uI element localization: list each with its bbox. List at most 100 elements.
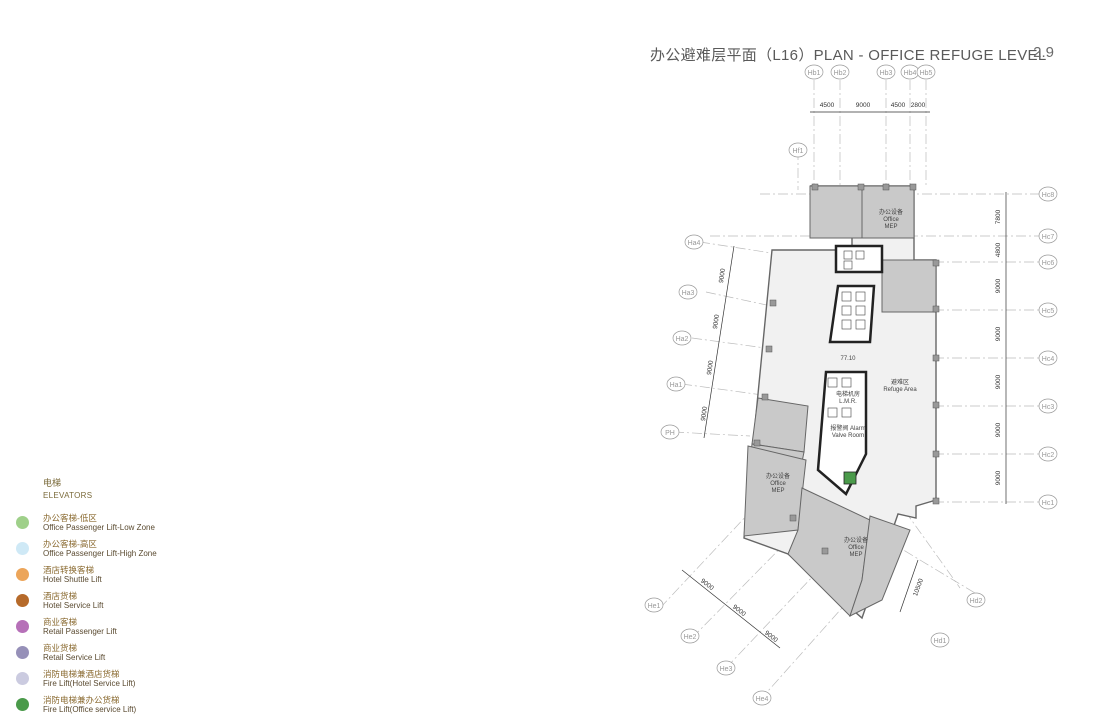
mep-bottom-cn: 办公设备 bbox=[844, 536, 868, 544]
grid-right-6: Hc3 bbox=[1042, 404, 1055, 411]
dim-top-3: 4500 bbox=[891, 102, 906, 109]
legend-label-cn: 办公客梯-低区 bbox=[43, 513, 97, 523]
dim-bottom-3: 9000 bbox=[763, 630, 779, 645]
grid-misc-1: Hf1 bbox=[793, 148, 804, 155]
mep-bottom-en2: MEP bbox=[849, 552, 862, 558]
dim-right-7: 9000 bbox=[995, 470, 1002, 485]
dimension-labels: 4500 9000 4500 2800 7800 4800 9000 9000 … bbox=[699, 102, 1002, 644]
legend-label-en: Retail Passenger Lift bbox=[43, 627, 117, 636]
dim-top-2: 9000 bbox=[856, 102, 871, 109]
dim-bottom-2: 9000 bbox=[731, 604, 747, 619]
legend-label-en: Office Passenger Lift-Low Zone bbox=[43, 523, 155, 532]
legend-label-en: Fire Lift(Hotel Service Lift) bbox=[43, 679, 136, 688]
dim-right-3: 9000 bbox=[995, 278, 1002, 293]
grid-left-1: Ha4 bbox=[688, 240, 701, 247]
legend-swatch bbox=[16, 594, 29, 607]
grid-bottom-1: He1 bbox=[648, 603, 661, 610]
grid-right-5: Hc4 bbox=[1042, 356, 1055, 363]
alarm-cn: 报警阀 Alarm bbox=[830, 424, 865, 432]
mep-top-cn: 办公设备 bbox=[879, 208, 903, 216]
columns bbox=[753, 183, 940, 555]
dim-right-6: 9000 bbox=[995, 422, 1002, 437]
fire-lift-marker bbox=[843, 471, 857, 485]
dim-left-3: 9000 bbox=[706, 360, 715, 376]
legend-swatch bbox=[16, 516, 29, 529]
dim-top-4: 2800 bbox=[911, 102, 926, 109]
dim-diag: 10500 bbox=[912, 577, 925, 597]
grid-bubble-labels: Hb1 Hb2 Hb3 Hb4 Hb5 Hc8 Hc7 Hc6 Hc5 Hc4 … bbox=[648, 70, 1055, 703]
mep-top-en2: MEP bbox=[884, 224, 897, 230]
grid-bottom-3: He3 bbox=[720, 666, 733, 673]
floor-plan-drawing: 办公设备 Office MEP 避难区 Refuge Area 电梯机房 L.M… bbox=[644, 64, 1058, 706]
page-number: 2.9 bbox=[1033, 44, 1054, 61]
legend-label-cn: 消防电梯兼办公货梯 bbox=[43, 695, 120, 705]
legend-swatch bbox=[16, 542, 29, 555]
legend-label-en: Fire Lift(Office service Lift) bbox=[43, 705, 137, 714]
legend-label-cn: 商业货梯 bbox=[43, 643, 78, 653]
lmr-en: L.M.R. bbox=[839, 399, 857, 405]
core-south bbox=[816, 370, 868, 496]
legend-label-cn: 办公客梯-高区 bbox=[43, 539, 97, 549]
grid-left-2: Ha3 bbox=[682, 290, 695, 297]
legend-label-cn: 商业客梯 bbox=[43, 617, 78, 627]
grid-right-1: Hc8 bbox=[1042, 192, 1055, 199]
legend-label-cn: 酒店货梯 bbox=[43, 591, 78, 601]
legend-label-en: Retail Service Lift bbox=[43, 653, 106, 662]
dim-right-5: 9000 bbox=[995, 374, 1002, 389]
level-mark: 77.10 bbox=[840, 356, 856, 362]
grid-top-2: Hb2 bbox=[834, 70, 847, 77]
mep-room-bottom-right bbox=[849, 515, 911, 617]
grid-right-8: Hc1 bbox=[1042, 500, 1055, 507]
mep-room-left-1 bbox=[751, 397, 809, 453]
grid-right-3: Hc6 bbox=[1042, 260, 1055, 267]
legend-label-cn: 消防电梯兼酒店货梯 bbox=[43, 669, 120, 679]
grid-top-4: Hb4 bbox=[904, 70, 917, 77]
grid-left-3: Ha2 bbox=[676, 336, 689, 343]
page-title: 办公避难层平面（L16）PLAN - OFFICE REFUGE LEVEL bbox=[650, 47, 1047, 64]
dim-right-2: 4800 bbox=[995, 242, 1002, 257]
legend-label-cn: 酒店转换客梯 bbox=[43, 565, 95, 575]
alarm-en: Valve Room bbox=[832, 433, 864, 439]
dim-top-1: 4500 bbox=[820, 102, 835, 109]
grid-left-4: Ha1 bbox=[670, 382, 683, 389]
mep-bottom-en1: Office bbox=[848, 545, 864, 551]
legend-title-en: ELEVATORS bbox=[43, 491, 93, 500]
room-labels: 办公设备 Office MEP 避难区 Refuge Area 电梯机房 L.M… bbox=[766, 208, 917, 558]
dim-right-1: 7800 bbox=[995, 209, 1002, 224]
floor-plan: 办公设备 Office MEP 避难区 Refuge Area 电梯机房 L.M… bbox=[630, 60, 1100, 718]
mep-room-top-left bbox=[809, 185, 863, 239]
refuge-en: Refuge Area bbox=[883, 387, 917, 393]
legend-label-en: Hotel Shuttle Lift bbox=[43, 575, 102, 584]
mep-left-en1: Office bbox=[770, 481, 786, 487]
legend-swatch bbox=[16, 568, 29, 581]
dim-left-1: 9000 bbox=[718, 268, 727, 284]
dim-left-2: 9000 bbox=[712, 314, 721, 330]
legend-swatch bbox=[16, 672, 29, 685]
dimension-lines bbox=[681, 111, 1007, 649]
dim-right-4: 9000 bbox=[995, 326, 1002, 341]
grid-top-5: Hb5 bbox=[920, 70, 933, 77]
legend-title-cn: 电梯 bbox=[43, 478, 62, 488]
legend-swatch bbox=[16, 620, 29, 633]
grid-misc-2: PH bbox=[665, 430, 675, 437]
mep-top-en1: Office bbox=[883, 217, 899, 223]
grid-top-1: Hb1 bbox=[808, 70, 821, 77]
legend-label-en: Office Passenger Lift-High Zone bbox=[43, 549, 157, 558]
legend-swatch bbox=[16, 646, 29, 659]
refuge-cn: 避难区 bbox=[891, 378, 909, 386]
legend-label-en: Hotel Service Lift bbox=[43, 601, 104, 610]
mep-left-en2: MEP bbox=[771, 488, 784, 494]
dim-left-4: 9000 bbox=[700, 406, 709, 422]
mep-room-top bbox=[861, 185, 915, 239]
grid-diag-2: Hd2 bbox=[970, 598, 983, 605]
grid-bottom-4: He4 bbox=[756, 696, 769, 703]
grid-right-2: Hc7 bbox=[1042, 234, 1055, 241]
page-header: 办公避难层平面（L16）PLAN - OFFICE REFUGE LEVEL 2… bbox=[650, 44, 1110, 66]
